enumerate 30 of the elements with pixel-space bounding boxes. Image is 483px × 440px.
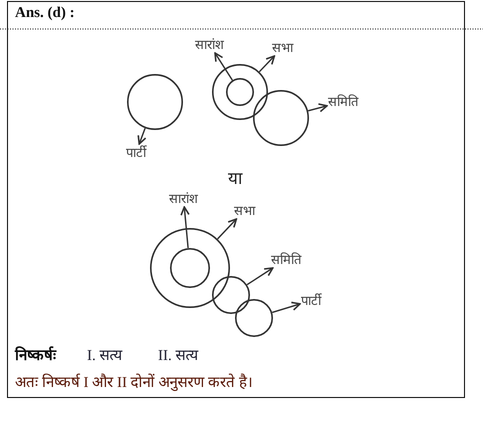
circle-label: समिति: [328, 94, 358, 109]
circle-label: सारांश: [169, 191, 198, 206]
circle-label: सभा: [234, 203, 255, 218]
statement-result: II. सत्य: [158, 347, 198, 365]
circle-label: सभा: [272, 40, 293, 55]
arrow: [308, 103, 328, 112]
circle: [127, 74, 183, 130]
circle: [253, 90, 309, 146]
arrow: [180, 206, 190, 248]
circle-label: समिति: [271, 252, 301, 267]
circle: [150, 228, 230, 308]
arrow: [258, 55, 276, 72]
conclusion-heading: निष्कर्षः: [15, 345, 56, 365]
statement-result: I. सत्य: [87, 347, 122, 365]
circle: [212, 276, 250, 314]
circle: [212, 64, 268, 120]
arrow: [272, 302, 301, 314]
or-label: या: [228, 168, 242, 189]
circle-label: पार्टी: [126, 145, 146, 160]
arrow: [137, 128, 146, 145]
arrow: [214, 52, 233, 81]
conclusion-text: अतः निष्कर्ष I और II दोनों अनुसरण करते है।: [15, 372, 253, 392]
circle-label: पार्टी: [301, 293, 321, 308]
circle: [235, 299, 273, 337]
circle: [226, 78, 254, 106]
circle-label: सारांश: [195, 37, 224, 52]
circle: [170, 248, 210, 288]
heading: Ans. (d) :: [15, 5, 75, 22]
arrow: [246, 267, 274, 286]
arrow: [217, 218, 238, 240]
